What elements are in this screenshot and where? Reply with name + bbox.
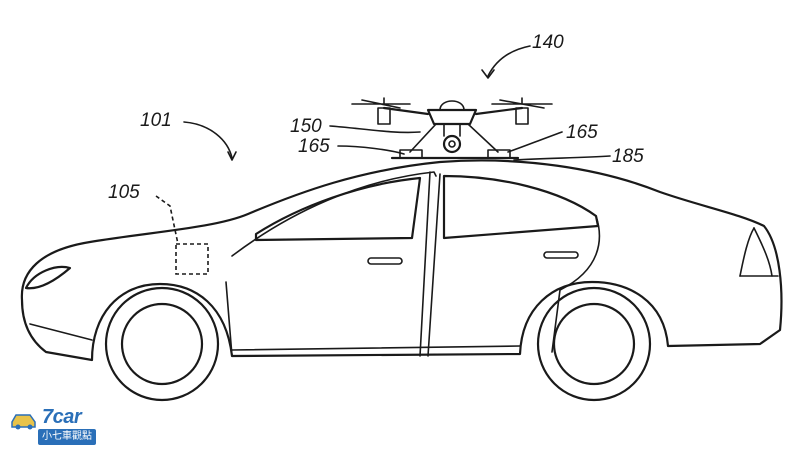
rotor-left: [351, 99, 411, 109]
motor-left: [377, 107, 391, 125]
drone-top: [439, 100, 465, 111]
leader-150: [329, 125, 421, 134]
label-165-left: 165: [298, 136, 330, 157]
label-185: 185: [612, 146, 644, 167]
landing-legs: [409, 123, 499, 153]
leader-165-left: [337, 145, 405, 155]
watermark-logo: 7car 小七車觀點: [8, 402, 100, 448]
rear-door-edge: [551, 215, 601, 353]
watermark-brand: 7car: [42, 406, 82, 428]
front-window: [254, 176, 422, 242]
label-150: 150: [290, 116, 322, 137]
leader-140: [487, 45, 531, 77]
rear-wheel: [536, 286, 652, 402]
rear-window: [442, 174, 600, 240]
motor-right: [515, 107, 529, 125]
front-bumper-line: [29, 323, 93, 341]
car-outline: [20, 159, 783, 362]
leader-185: [513, 155, 611, 161]
front-door-handle: [367, 257, 403, 265]
a-pillar-line: [231, 171, 437, 257]
b-pillar-2: [427, 173, 441, 357]
label-165-right: 165: [566, 122, 598, 143]
label-101: 101: [140, 110, 172, 131]
sensor-leader: [155, 195, 179, 245]
drone-camera: [442, 134, 462, 154]
leader-165-right: [507, 131, 563, 153]
sensor-box: [175, 243, 209, 275]
tail-light-inner: [739, 227, 755, 277]
front-door-edge: [225, 281, 233, 357]
tail-light: [753, 227, 773, 277]
car-body: [20, 159, 783, 362]
leader-101: [183, 121, 233, 159]
headlight: [24, 265, 72, 290]
rotor-hubs: [383, 97, 523, 105]
b-pillar: [419, 171, 431, 357]
windows: [225, 171, 601, 357]
watermark-subtitle: 小七車觀點: [38, 429, 96, 445]
camera-lens: [448, 140, 456, 148]
drone: [351, 97, 553, 154]
label-105: 105: [108, 182, 140, 203]
arm-right: [474, 106, 524, 116]
leader-101-arrow: [227, 151, 237, 161]
arm-left: [382, 106, 430, 116]
camera-gimbal: [443, 123, 461, 137]
front-wheel: [104, 286, 220, 402]
rear-door-handle: [543, 251, 579, 259]
label-140: 140: [532, 32, 564, 53]
car-logo-icon: [11, 414, 36, 430]
latch-right: [487, 149, 511, 159]
rocker-line: [231, 345, 521, 351]
drone-body: [426, 108, 478, 126]
leader-140-arrow: [481, 69, 495, 79]
